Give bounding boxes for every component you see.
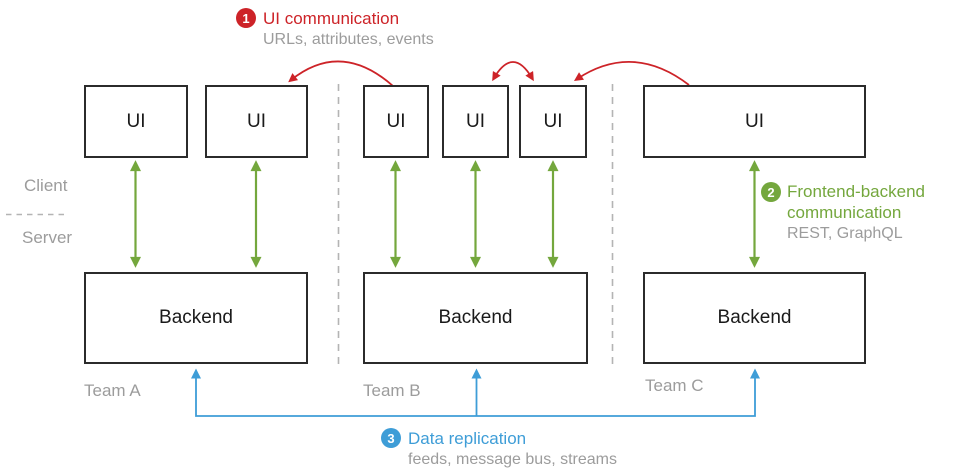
- data-replication-subtitle: feeds, message bus, streams: [408, 451, 617, 468]
- data-replication-badge: 3: [381, 428, 401, 448]
- frontend-backend-title-line1: Frontend-backend: [787, 182, 925, 201]
- data-replication-title: Data replication: [408, 429, 527, 448]
- backend-box-team-c: Backend: [643, 272, 866, 364]
- ui-box-team-b-3: UI: [519, 85, 587, 158]
- frontend-backend-subtitle: REST, GraphQL: [787, 225, 903, 242]
- client-layer-label: Client: [24, 176, 68, 195]
- ui-box-team-a-2: UI: [205, 85, 308, 158]
- backend-box-team-a: Backend: [84, 272, 308, 364]
- backend-box-team-b: Backend: [363, 272, 588, 364]
- team-b-label: Team B: [363, 381, 421, 400]
- ui-box-team-a-1: UI: [84, 85, 188, 158]
- data-replication-bus: [191, 368, 760, 417]
- frontend-backend-badge: 2: [761, 182, 781, 202]
- ui-communication-arc-3: [573, 61, 690, 86]
- frontend-backend-title-line2: communication: [787, 203, 902, 222]
- ui-communication-arc-1: [288, 60, 394, 87]
- ui-communication-subtitle: URLs, attributes, events: [263, 31, 434, 48]
- server-layer-label: Server: [22, 228, 73, 247]
- ui-box-team-b-1: UI: [363, 85, 429, 158]
- team-a-label: Team A: [84, 381, 141, 400]
- ui-communication-title: UI communication: [263, 9, 400, 28]
- ui-box-team-b-2: UI: [442, 85, 509, 158]
- ui-communication-arc-2: [492, 61, 534, 82]
- ui-communication-badge: 1: [236, 8, 256, 28]
- team-c-label: Team C: [645, 376, 704, 395]
- ui-box-team-c: UI: [643, 85, 866, 158]
